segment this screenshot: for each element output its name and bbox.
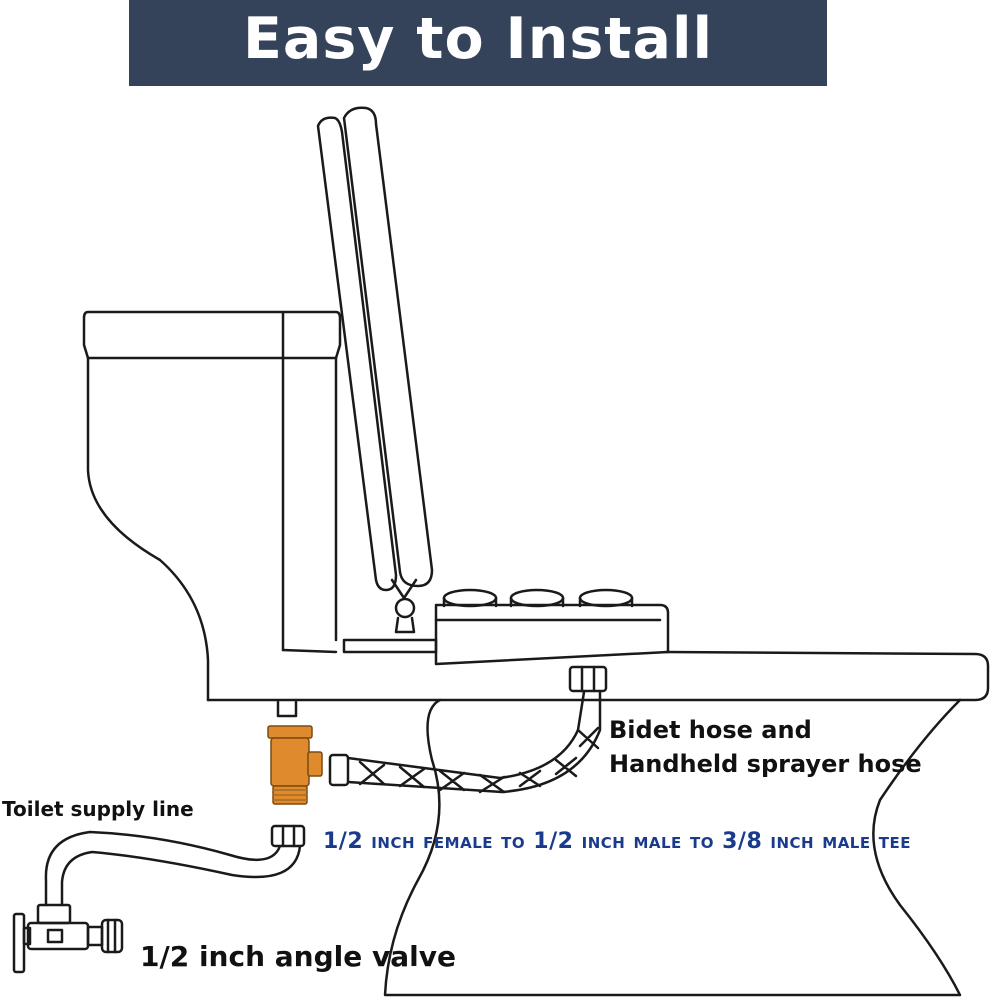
bidet-hose-label-line2: Handheld sprayer hose (609, 750, 922, 778)
bidet-hose (328, 690, 602, 794)
toilet-lid (316, 106, 434, 634)
fill-valve-stub (276, 700, 298, 718)
page-title: Easy to Install (242, 6, 714, 72)
tee-fitting (267, 725, 323, 805)
title-banner: Easy to Install (129, 0, 827, 86)
angle-valve (12, 903, 124, 974)
tee-spec-label: 1/2 inch female to 1/2 inch male to 3/8 … (323, 829, 911, 854)
toilet-bowl (206, 650, 990, 997)
toilet-supply-line (44, 830, 302, 907)
bidet-hose-label-line1: Bidet hose and (609, 716, 812, 744)
bidet-seat (342, 588, 670, 666)
bidet-connector-nut (568, 665, 608, 693)
angle-valve-label: 1/2 inch angle valve (140, 940, 456, 973)
toilet-tank (82, 310, 342, 702)
supply-hose-nut (270, 824, 306, 848)
toilet-supply-line-label: Toilet supply line (2, 797, 194, 821)
